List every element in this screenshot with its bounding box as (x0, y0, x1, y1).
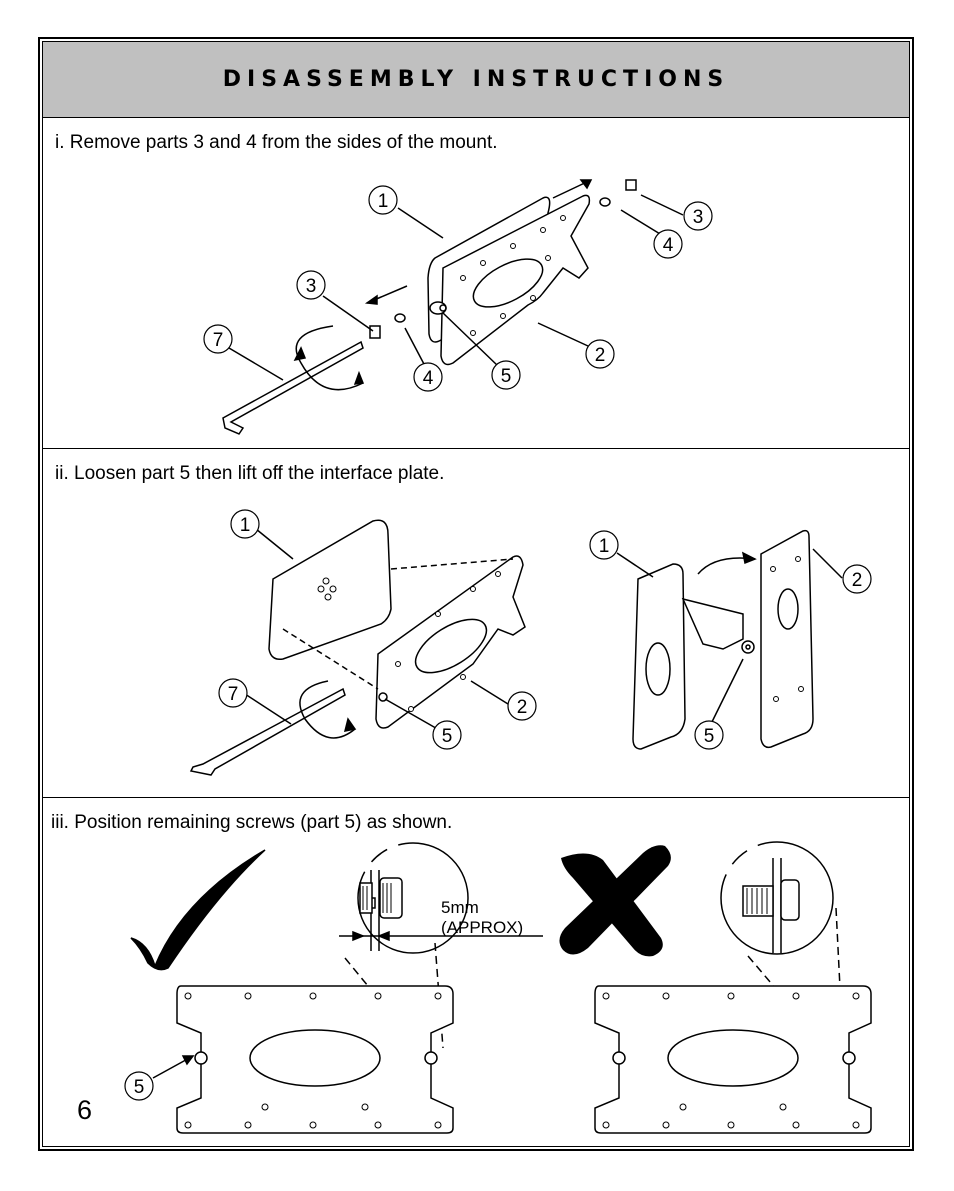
callout-2-left: 2 (517, 697, 528, 718)
callout-1-right: 1 (599, 536, 610, 557)
dimension-note: (APPROX) (441, 918, 523, 937)
step-2-text: ii. Loosen part 5 then lift off the inte… (55, 463, 445, 484)
header-bar: DISASSEMBLY INSTRUCTIONS (43, 42, 909, 118)
step-3-section: iii. Position remaining screws (part 5) … (43, 798, 909, 1146)
callout-1: 1 (378, 191, 389, 212)
page-number: 6 (77, 1095, 93, 1125)
page-frame-inner (42, 41, 910, 1147)
callout-5-right: 5 (704, 726, 715, 747)
cross-mark-icon (559, 845, 671, 957)
check-mark-icon (130, 849, 266, 971)
step-3-text: iii. Position remaining screws (part 5) … (51, 812, 453, 833)
callout-3-left: 3 (306, 276, 317, 297)
step-1-diagram: 1 3 4 3 7 4 5 2 (203, 179, 713, 435)
callout-2-right: 2 (852, 570, 863, 591)
step-2-section: ii. Loosen part 5 then lift off the inte… (43, 449, 909, 798)
page-frame-outer (38, 37, 914, 1151)
step-2-diagram: 1 7 5 2 1 2 5 (189, 509, 872, 776)
callout-2: 2 (595, 345, 606, 366)
page-title: DISASSEMBLY INSTRUCTIONS (222, 67, 730, 92)
step-1-text: i. Remove parts 3 and 4 from the sides o… (55, 132, 498, 153)
callout-5: 5 (501, 366, 512, 387)
callout-4-right: 4 (663, 235, 674, 256)
callout-5: 5 (134, 1077, 145, 1098)
callout-3-right: 3 (693, 207, 704, 228)
dimension-value: 5mm (441, 898, 479, 917)
callout-5-left: 5 (442, 726, 453, 747)
callout-1-left: 1 (240, 515, 251, 536)
step-3-diagram: 5mm (APPROX) 5 (124, 841, 872, 1134)
step-1-section: i. Remove parts 3 and 4 from the sides o… (43, 118, 909, 449)
callout-7: 7 (213, 330, 224, 351)
callout-7: 7 (228, 684, 239, 705)
callout-4-left: 4 (423, 368, 434, 389)
